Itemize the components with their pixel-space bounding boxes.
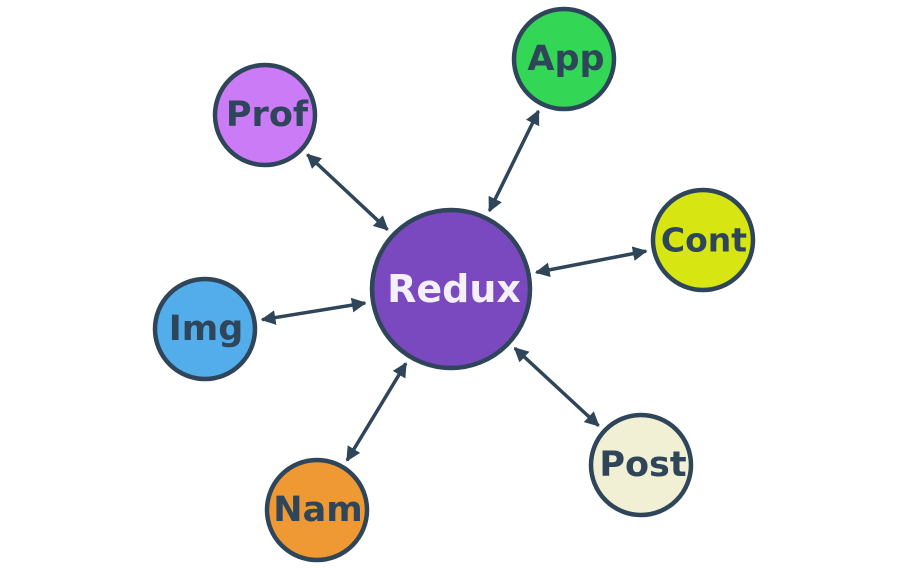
node-nam-label: Nam [273,490,362,530]
edge-redux-img [260,297,367,325]
node-app-label: App [527,39,604,79]
node-prof: Prof [212,62,318,168]
node-cont-label: Cont [661,221,747,260]
node-post-label: Post [599,445,686,485]
edge-redux-post [513,346,600,427]
node-post: Post [588,412,694,518]
node-app: App [511,6,617,112]
node-redux-circle [369,207,533,371]
node-prof-label: Prof [226,95,309,135]
node-cont-circle [650,187,756,293]
edge-redux-cont [534,246,648,278]
node-app-circle [511,6,617,112]
node-img-circle [152,276,258,382]
node-redux-label: Redux [387,267,521,311]
node-cont: Cont [650,187,756,293]
node-img-label: Img [169,309,244,349]
node-nam-circle [264,457,370,563]
node-img: Img [152,276,258,382]
edge-redux-app [487,109,540,213]
node-prof-circle [212,62,318,168]
node-nam: Nam [264,457,370,563]
edge-redux-prof [306,153,389,231]
node-post-circle [588,412,694,518]
edge-redux-nam [345,362,408,462]
node-redux: Redux [369,207,533,371]
